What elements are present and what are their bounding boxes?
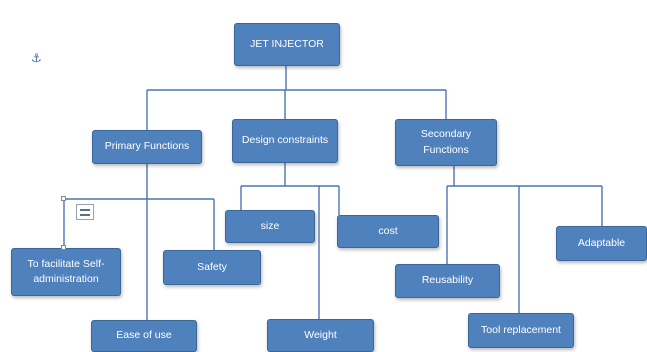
node-primary-functions-label: Primary Functions [104, 140, 190, 153]
node-jet-injector[interactable]: JET INJECTOR [234, 23, 340, 66]
node-tool-replacement[interactable]: Tool replacement [468, 313, 574, 348]
node-secondary-functions-label-line1: Secondary [420, 128, 472, 141]
node-self-administration[interactable]: To facilitate Self- administration [11, 248, 121, 296]
node-adaptable[interactable]: Adaptable [556, 226, 647, 261]
node-secondary-functions-label-line2: Functions [423, 143, 469, 156]
selection-handle-top[interactable] [61, 196, 66, 201]
anchor-icon[interactable]: ⚓ [31, 51, 42, 65]
node-adaptable-label: Adaptable [577, 236, 626, 249]
node-safety-label: Safety [197, 260, 227, 273]
node-ease-of-use-label: Ease of use [116, 329, 172, 342]
selection-handle-bottom[interactable] [61, 245, 66, 250]
node-cost[interactable]: cost [337, 215, 439, 248]
node-design-constraints-label: Design constraints [241, 134, 329, 147]
node-weight-label: Weight [304, 328, 337, 341]
node-design-constraints[interactable]: Design constraints [232, 119, 338, 163]
node-size-label: size [260, 219, 280, 232]
node-self-administration-label-line2: administration [33, 273, 99, 285]
node-reusability-label: Reusability [421, 274, 474, 287]
node-weight[interactable]: Weight [267, 319, 374, 352]
layout-options-icon[interactable] [76, 204, 94, 220]
node-tool-replacement-label: Tool replacement [481, 323, 561, 336]
node-primary-functions[interactable]: Primary Functions [92, 130, 202, 164]
node-size[interactable]: size [225, 210, 315, 243]
node-safety[interactable]: Safety [163, 250, 261, 285]
node-reusability[interactable]: Reusability [395, 264, 500, 298]
node-self-administration-label-line1: To facilitate Self- [27, 257, 105, 270]
node-cost-label: cost [378, 224, 398, 237]
node-ease-of-use[interactable]: Ease of use [91, 320, 197, 352]
node-secondary-functions[interactable]: Secondary Functions [395, 119, 497, 166]
node-jet-injector-label: JET INJECTOR [250, 37, 324, 50]
